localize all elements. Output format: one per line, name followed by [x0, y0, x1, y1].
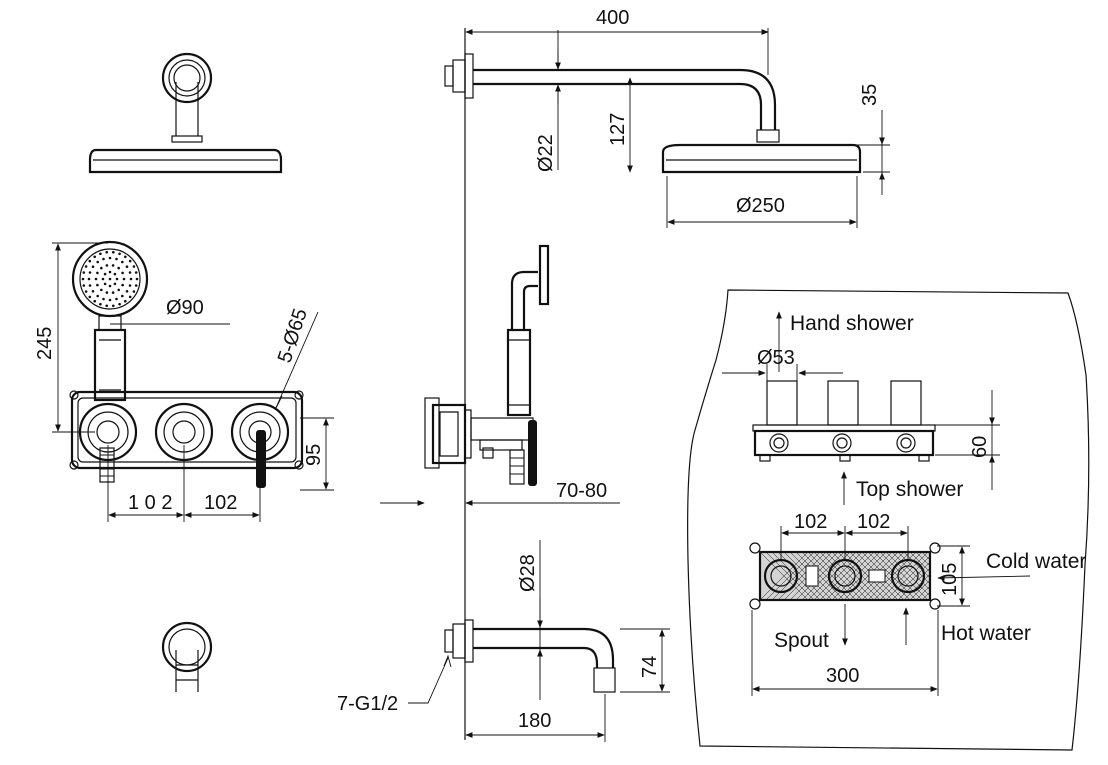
dim-valve-height: 60: [969, 436, 991, 458]
dim-spout-height: 74: [639, 656, 661, 678]
dim-box-spacing-left: 102: [794, 511, 827, 533]
dim-wall-depth: 70-80: [556, 480, 607, 502]
mixer-plate-front-view: [69, 390, 304, 488]
label-hot-water: Hot water: [941, 622, 1031, 645]
dim-hand-height: 245: [34, 327, 56, 360]
left-dimensions: [52, 242, 334, 522]
dim-box-height: 105: [939, 563, 961, 596]
shower-arm-top-view: [161, 52, 213, 143]
dim-spacing-right: 102: [204, 492, 237, 514]
label-cold-water: Cold water: [986, 550, 1086, 573]
dim-escutcheon-dia: 5-Ø65: [274, 306, 312, 366]
hand-shower-front-view: [71, 240, 149, 402]
dim-arm-drop: 35: [859, 84, 881, 106]
center-dimensions: [380, 28, 890, 742]
label-hand-shower: Hand shower: [790, 312, 914, 335]
dim-hand-dia: Ø90: [166, 297, 204, 319]
dim-arm-length: 400: [596, 7, 629, 29]
panel-dimensions: [722, 311, 1031, 696]
dim-spout-pipe-dia: Ø28: [517, 554, 539, 592]
callout-labels: Hand shower Top shower Cold water Hot wa…: [774, 312, 1086, 652]
label-top-shower: Top shower: [856, 478, 963, 501]
spout-top-view: [161, 621, 213, 692]
dim-plate-height: 95: [303, 444, 325, 466]
dimension-labels: 400 Ø22 127 35 Ø250 Ø90 245 5-Ø65 95 1 0…: [34, 7, 991, 732]
dim-thread: 7-G1/2: [337, 693, 398, 715]
dim-spout-length: 180: [518, 710, 551, 732]
dim-arm-height: 127: [607, 113, 629, 146]
dim-spacing-left: 1 0 2: [128, 492, 172, 514]
label-spout: Spout: [774, 629, 829, 652]
dim-arm-pipe-dia: Ø22: [535, 134, 557, 172]
dim-box-width: 300: [826, 665, 859, 687]
dim-head-dia: Ø250: [736, 195, 785, 217]
dim-box-spacing-right: 102: [857, 511, 890, 533]
dim-cartridge-dia: Ø53: [757, 347, 795, 369]
shower-head-front-view: [88, 148, 283, 174]
